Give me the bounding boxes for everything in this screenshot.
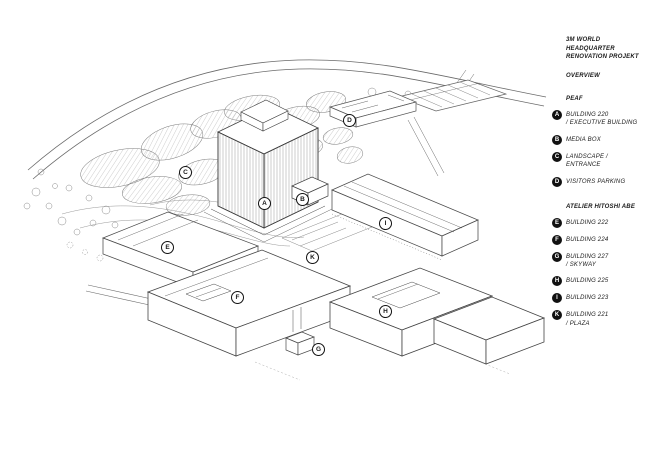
parking-lot [396, 79, 508, 112]
project-title-line1: 3M WORLD HEADQUARTER [566, 37, 615, 52]
plan-marker-e: E [161, 241, 174, 254]
plan-marker-g: G [312, 343, 325, 356]
legend-item-g: G BUILDING 227 / SKYWAY [552, 251, 647, 270]
plan-marker-b: B [296, 193, 309, 206]
legend-key-badge: A [552, 110, 562, 121]
project-title: 3M WORLD HEADQUARTER RENOVATION PROJEKT [566, 36, 647, 62]
legend-item-label: VISITORS PARKING [566, 178, 626, 185]
legend-item-e: E BUILDING 222 [552, 217, 647, 228]
building-a-tower [203, 99, 333, 243]
legend-item-f: F BUILDING 224 [552, 234, 647, 245]
info-panel: 3M WORLD HEADQUARTER RENOVATION PROJEKT … [552, 36, 647, 335]
plan-marker-c: C [179, 166, 192, 179]
legend-item-b: B MEDIA BOX [552, 134, 647, 145]
legend-key-badge: I [552, 293, 562, 304]
legend-item-a: A BUILDING 220 / EXECUTIVE BUILDING [552, 110, 647, 128]
building-h [328, 267, 546, 365]
legend-key-badge: D [552, 176, 562, 187]
plan-marker-a: A [258, 197, 271, 210]
legend-item-i: I BUILDING 223 [552, 293, 647, 304]
legend-item-label: BUILDING 222 [566, 219, 609, 226]
project-title-line2: RENOVATION PROJEKT [566, 54, 639, 61]
legend-item-label: BUILDING 225 [566, 278, 609, 285]
legend-key-badge: E [552, 217, 562, 228]
plan-marker-f: F [231, 291, 244, 304]
legend-item-label: BUILDING 227 / SKYWAY [566, 253, 609, 269]
legend-item-d: D VISITORS PARKING [552, 176, 647, 187]
sheet-subtitle: OVERVIEW [566, 73, 600, 80]
site-plan-drawing [23, 59, 547, 381]
legend-key-badge: F [552, 234, 562, 245]
legend-key-badge: G [552, 251, 562, 262]
plan-marker-h: H [379, 305, 392, 318]
legend-item-h: H BUILDING 225 [552, 276, 647, 287]
plan-marker-k: K [306, 251, 319, 264]
legend-item-label: BUILDING 221 / PLAZA [566, 312, 609, 327]
legend: PEAF A BUILDING 220 / EXECUTIVE BUILDING… [552, 96, 647, 328]
legend-item-k: K BUILDING 221 / PLAZA [552, 310, 647, 328]
legend-key-badge: H [552, 276, 562, 287]
plan-marker-d: D [343, 114, 356, 127]
legend-item-label: BUILDING 220 / EXECUTIVE BUILDING [566, 112, 638, 127]
legend-group-heading-peaf: PEAF [566, 96, 583, 103]
legend-item-label: MEDIA BOX [566, 136, 601, 143]
legend-item-label: BUILDING 223 [566, 295, 609, 302]
legend-key-badge: K [552, 310, 562, 321]
legend-item-label: BUILDING 224 [566, 236, 609, 243]
legend-group-heading-atelier: ATELIER HITOSHI ABE [566, 203, 636, 210]
legend-item-c: C LANDSCAPE / ENTRANCE [552, 151, 647, 170]
legend-key-badge: C [552, 151, 562, 162]
legend-key-badge: B [552, 134, 562, 145]
ground-lines [254, 357, 511, 381]
plan-markers: A B C D E F G H I K [161, 114, 392, 356]
plan-marker-i: I [379, 217, 392, 230]
legend-item-label: LANDSCAPE / ENTRANCE [566, 153, 608, 169]
